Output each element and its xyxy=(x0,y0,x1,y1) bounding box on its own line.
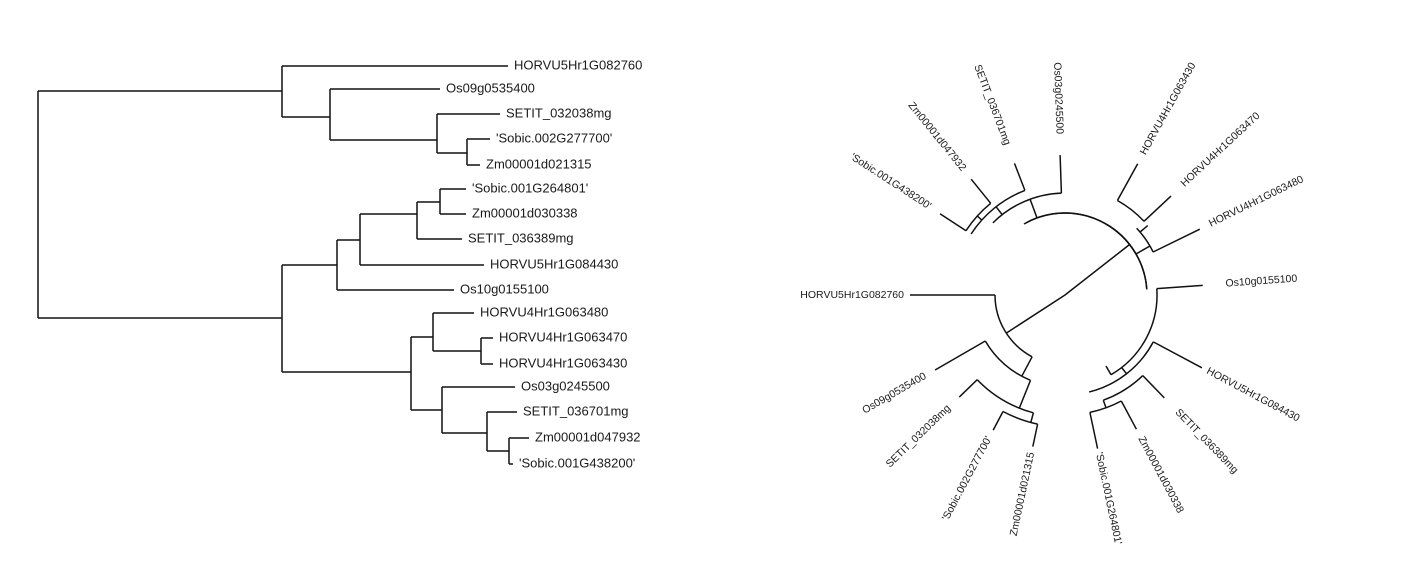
circular-tree: HORVU5Hr1G082760 Os09g0535400 SETIT_0320… xyxy=(800,60,1305,545)
branch xyxy=(965,202,992,232)
leaf-label: Zm00001d030338 xyxy=(472,205,578,220)
leaf-label: 'Sobic.001G264801' xyxy=(1093,451,1124,545)
leaf-label: SETIT_036701mg xyxy=(523,403,629,418)
leaf-label: Os09g0535400 xyxy=(860,370,928,416)
leaf-label: Zm00001d047932 xyxy=(906,100,969,174)
leaf-label: Zm00001d021315 xyxy=(1008,451,1037,537)
branch xyxy=(976,379,1034,414)
branch xyxy=(970,178,992,204)
leaf-label: HORVU5Hr1G084430 xyxy=(490,256,618,271)
branch xyxy=(1116,163,1139,201)
leaf-label: HORVU5Hr1G082760 xyxy=(800,289,904,301)
leaf-label: 'Sobic.001G438200' xyxy=(519,455,635,470)
leaf-label: 'Sobic.001G264801' xyxy=(472,180,588,195)
branch xyxy=(1110,288,1158,376)
branch xyxy=(1005,243,1131,334)
branch xyxy=(1089,412,1099,449)
leaf-label: Os10g0155100 xyxy=(460,281,549,296)
leaf-label: SETIT_036389mg xyxy=(468,230,574,245)
branch xyxy=(992,411,1004,431)
branch xyxy=(1032,423,1039,447)
branch xyxy=(984,340,1031,381)
leaf-label: HORVU4Hr1G063430 xyxy=(1138,60,1199,157)
leaf-label: Os03g0245500 xyxy=(521,378,610,393)
circular-tree-branches xyxy=(910,155,1203,449)
branch xyxy=(1156,284,1203,290)
leaf-label: Os10g0155100 xyxy=(1225,273,1298,290)
leaf-label: HORVU4Hr1G063430 xyxy=(499,355,627,370)
rectangular-tree-labels: HORVU5Hr1G082760 Os09g0535400 SETIT_0320… xyxy=(446,57,642,470)
branch xyxy=(1105,365,1112,376)
branch xyxy=(1059,155,1063,194)
rectangular-tree: HORVU5Hr1G082760 Os09g0535400 SETIT_0320… xyxy=(37,57,642,470)
leaf-label: HORVU4Hr1G063480 xyxy=(480,304,608,319)
branch xyxy=(934,340,986,371)
rectangular-tree-branches xyxy=(37,65,529,465)
branch xyxy=(1030,412,1035,423)
branch xyxy=(1021,356,1033,377)
branch xyxy=(1023,212,1137,255)
branch xyxy=(970,189,1026,235)
branch xyxy=(1103,375,1144,401)
leaf-label: 'Sobic.001G438200' xyxy=(848,151,933,212)
branch xyxy=(1102,399,1107,409)
branch xyxy=(1143,195,1172,222)
leaf-label: HORVU4Hr1G063470 xyxy=(1178,110,1262,190)
leaf-label: SETIT_036701mg xyxy=(971,63,1013,147)
branch xyxy=(1117,199,1145,222)
branch xyxy=(939,213,967,232)
branch xyxy=(1152,341,1203,369)
branch xyxy=(1135,245,1151,255)
leaf-label: HORVU4Hr1G063480 xyxy=(1207,173,1306,229)
leaf-label: HORVU5Hr1G082760 xyxy=(514,57,642,72)
branch xyxy=(992,192,1062,224)
branch xyxy=(976,215,983,221)
branch xyxy=(1152,228,1201,253)
leaf-label: Os09g0535400 xyxy=(446,80,535,95)
leaf-label: 'Sobic.002G277700' xyxy=(940,434,995,523)
branch xyxy=(958,379,978,398)
branch xyxy=(1139,225,1149,233)
leaf-label: Os03g0245500 xyxy=(1051,62,1066,134)
leaf-label: 'Sobic.002G277700' xyxy=(496,130,612,145)
branch xyxy=(1013,163,1026,191)
leaf-label: HORVU5Hr1G084430 xyxy=(1204,365,1301,424)
leaf-label: Zm00001d021315 xyxy=(486,156,592,171)
branch xyxy=(995,206,1003,216)
leaf-label: SETIT_032038mg xyxy=(506,105,612,120)
leaf-label: SETIT_032038mg xyxy=(884,402,954,470)
branch xyxy=(994,294,1033,358)
branch xyxy=(1120,400,1138,430)
leaf-label: Zm00001d047932 xyxy=(535,429,641,444)
leaf-label: HORVU4Hr1G063470 xyxy=(499,329,627,344)
branch xyxy=(1121,367,1128,375)
branch xyxy=(1142,375,1165,399)
leaf-label: Zm00001d030338 xyxy=(1135,434,1186,515)
branch xyxy=(1018,380,1032,409)
branch xyxy=(1029,198,1038,219)
leaf-label: SETIT_036389mg xyxy=(1173,406,1241,476)
